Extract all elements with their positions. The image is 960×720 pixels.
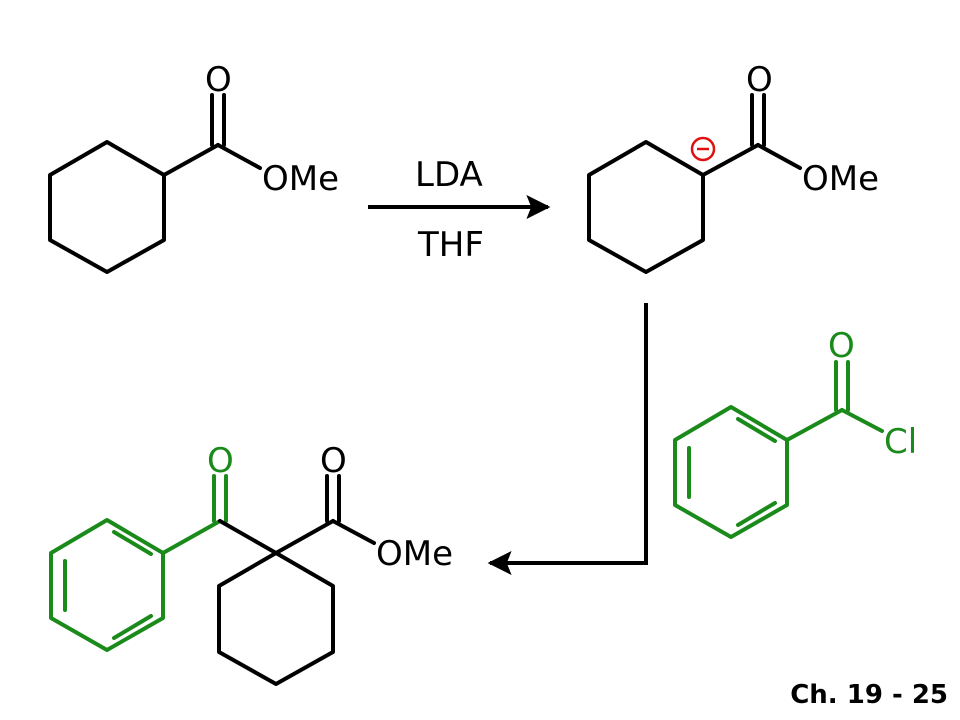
reaction-arrow-1: LDA THF: [368, 155, 551, 265]
ketone-quaternary-bond: [218, 519, 278, 555]
reagent-base-label: LDA: [415, 155, 483, 195]
enolate-molecule: O OMe: [587, 60, 879, 274]
ester-label: OMe: [802, 159, 879, 199]
quaternary-ester-bond: [274, 519, 335, 555]
carbonyl-oxygen-label: O: [205, 60, 232, 100]
carbonyl-oxygen-label: O: [746, 60, 773, 100]
ring-carbonyl-bond: [701, 143, 760, 177]
cyclohexane-ring: [587, 140, 705, 274]
benzene-ring: [49, 518, 165, 652]
reagent-solvent-label: THF: [417, 225, 484, 265]
cyclohexane-ring: [217, 551, 335, 686]
benzoyl-chloride-molecule: O Cl: [673, 326, 917, 539]
benzene-ring: [673, 405, 789, 539]
ester-label: OMe: [376, 534, 453, 574]
product-molecule: O O OMe: [49, 441, 453, 686]
ester-bond: [331, 519, 376, 545]
reactant-molecule: O OMe: [48, 60, 339, 274]
ring-carbonyl-bond: [785, 408, 844, 442]
ring-ketone-bond: [161, 519, 222, 555]
ketone-oxygen-label: O: [207, 441, 234, 481]
cyclohexane-ring: [48, 140, 166, 274]
chloride-label: Cl: [884, 422, 917, 462]
ester-label: OMe: [262, 159, 339, 199]
negative-charge-icon: [690, 136, 716, 162]
ester-oxygen-label: O: [320, 441, 347, 481]
reaction-arrow-2: [487, 303, 648, 575]
l-shaped-arrow: [487, 303, 648, 575]
ring-carbonyl-bond: [162, 143, 220, 177]
acyl-chloride-bond: [840, 408, 884, 433]
ester-bond: [216, 143, 262, 170]
carbonyl-oxygen-label: O: [828, 326, 855, 366]
ester-bond: [756, 143, 802, 170]
page-number: Ch. 19 - 25: [790, 680, 948, 710]
